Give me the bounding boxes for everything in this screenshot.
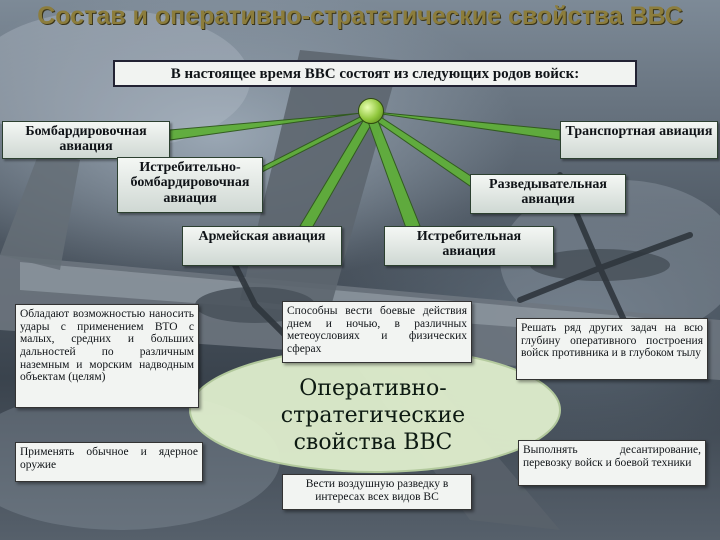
property-nuclear-weapons: Применять обычное и ядерное оружие xyxy=(15,442,203,482)
center-properties-label: Оперативно-стратегические свойства ВВС xyxy=(280,376,466,456)
property-all-weather: Способны вести боевые действия днем и но… xyxy=(282,301,472,363)
property-deep-operations: Решать ряд других задач на всю глубину о… xyxy=(516,318,708,380)
property-strike: Обладают возможностью наносить удары с п… xyxy=(15,304,199,408)
branch-fighter-bomber-aviation: Истребительно-бомбардировочная авиация xyxy=(117,157,263,213)
branch-transport-aviation: Транспортная авиация xyxy=(560,121,718,159)
slide-title: Состав и оперативно-стратегические свойс… xyxy=(37,2,683,30)
property-air-reconnaissance: Вести воздушную разведку в интересах все… xyxy=(282,474,472,510)
branch-reconnaissance-aviation: Разведывательная авиация xyxy=(470,174,626,214)
property-airborne-transport: Выполнять десантирование, перевозку войс… xyxy=(518,440,706,486)
branch-fighter-aviation: Истребительная авиация xyxy=(384,226,554,266)
branch-army-aviation: Армейская авиация xyxy=(182,226,342,266)
connector-hub xyxy=(358,98,384,124)
branch-bomber-aviation: Бомбардировочная авиация xyxy=(2,121,170,159)
composition-header: В настоящее время ВВС состоят из следующ… xyxy=(113,60,637,87)
